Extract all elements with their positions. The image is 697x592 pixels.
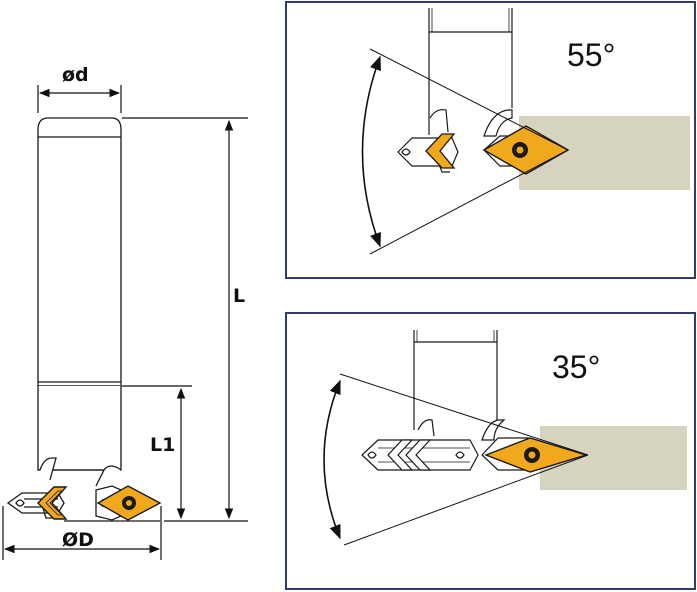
label-shank-diameter: ød	[62, 64, 89, 86]
main-tool	[6, 117, 160, 522]
dim-cutting-diameter	[2, 506, 162, 560]
insert-left	[37, 486, 68, 520]
angle-lines-bottom	[323, 373, 589, 546]
angle-lines-top	[361, 48, 569, 255]
dim-head-length	[122, 385, 192, 520]
dim-shank-diameter	[37, 85, 122, 113]
insert-bottom-chevron	[387, 439, 414, 471]
dim-overall-length	[122, 117, 248, 522]
angle-label-top: 55°	[567, 37, 615, 73]
tool-head	[37, 386, 122, 471]
angle-label-bottom: 35°	[552, 349, 600, 385]
insert-top-chevron	[425, 133, 456, 169]
label-head-length: L1	[150, 434, 175, 456]
tool-shank	[37, 117, 122, 387]
label-cutting-diameter: ØD	[62, 529, 94, 551]
label-overall-length: L	[233, 285, 245, 307]
